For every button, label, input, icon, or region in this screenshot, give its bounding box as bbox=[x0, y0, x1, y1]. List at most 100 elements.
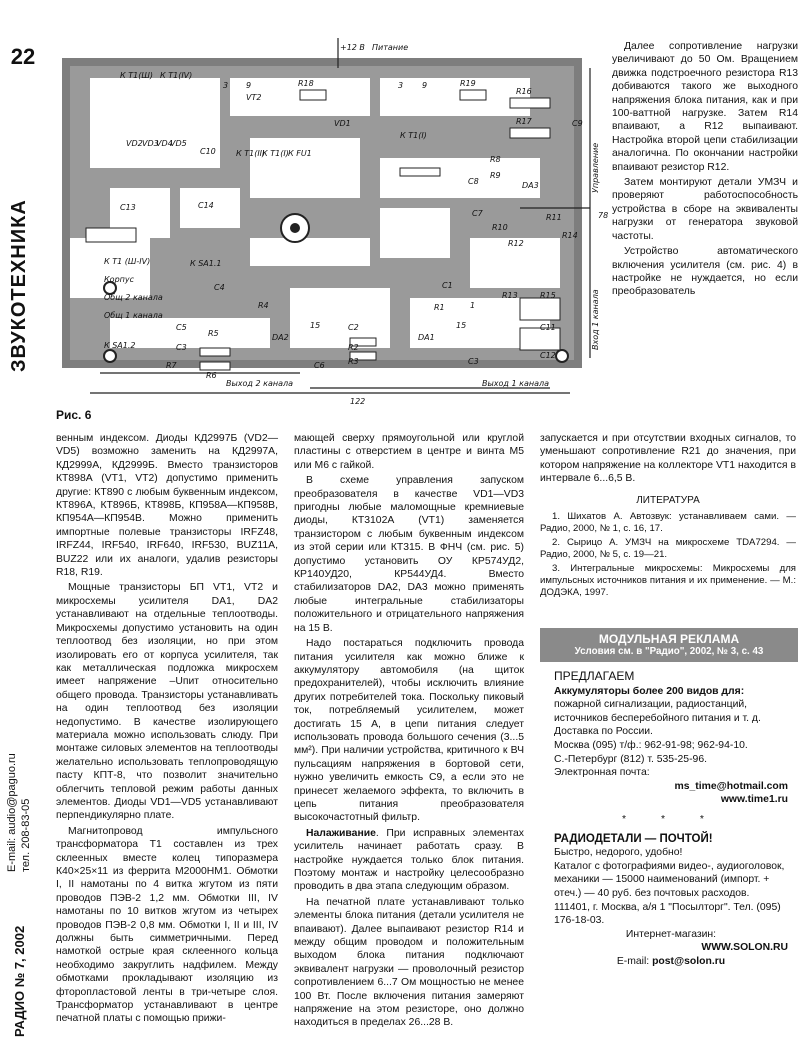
ad-offer: Аккумуляторы более 200 видов для: пожарн… bbox=[554, 685, 788, 726]
literature-item: 1. Шихатов А. Автозвук: устанавливаем са… bbox=[540, 511, 796, 535]
label-kt1-3: К Т1(Ш) bbox=[120, 71, 153, 80]
label-k-sa12: К SA1.2 bbox=[104, 341, 136, 350]
label-r16: R16 bbox=[516, 87, 532, 96]
label-r14: R14 bbox=[562, 231, 578, 240]
label-k-sa11: К SA1.1 bbox=[190, 259, 222, 268]
label-c8: C8 bbox=[468, 177, 479, 186]
label-vd4: VD4 bbox=[156, 139, 173, 148]
label-da2: DA2 bbox=[272, 333, 289, 342]
label-kt1-1v: К Т1(I) bbox=[262, 149, 289, 158]
sidebar-strip: ЗВУКОТЕХНИКА E-mail: audio@paguo.ru тел.… bbox=[2, 72, 44, 1040]
label-n3: 3 bbox=[223, 81, 228, 90]
contact-email: E-mail: audio@paguo.ru bbox=[6, 753, 18, 872]
ad-phone-spb: С.-Петербург (812) т. 535-25-96. bbox=[554, 753, 707, 765]
label-n9b: 9 bbox=[422, 81, 427, 90]
article-column-1: венным индексом. Диоды КД2997Б (VD2—VD5)… bbox=[56, 432, 278, 1028]
section-title: ЗВУКОТЕХНИКА bbox=[8, 199, 30, 372]
ad2-web-link[interactable]: WWW.SOLON.RU bbox=[701, 942, 788, 954]
label-plus12v: +12 В bbox=[340, 43, 365, 52]
ad-caption: ПРЕДЛАГАЕМ bbox=[554, 669, 635, 683]
label-dim78: 78 bbox=[598, 211, 608, 220]
paragraph: В схеме управления запуском преобразоват… bbox=[294, 475, 524, 634]
label-r8: R8 bbox=[490, 155, 501, 164]
label-kt1-1: К Т1(I) bbox=[400, 131, 427, 140]
ad-box: МОДУЛЬНАЯ РЕКЛАМА Условия см. в "Радио",… bbox=[540, 628, 798, 1038]
ad-body: ПРЕДЛАГАЕМ Аккумуляторы более 200 видов … bbox=[540, 662, 798, 968]
label-r15: R15 bbox=[540, 291, 556, 300]
label-k-gnd2: Общ 2 канала bbox=[104, 293, 163, 302]
label-r5: R5 bbox=[208, 329, 219, 338]
ad-phone-moscow: Москва (095) т/ф.: 962-91-98; 962-94-10. bbox=[554, 739, 748, 751]
ad2-title: РАДИОДЕТАЛИ — ПОЧТОЙ! bbox=[554, 832, 713, 845]
literature-item: 3. Интегральные микросхемы: Микросхемы д… bbox=[540, 563, 796, 599]
section-heading: Налаживание bbox=[306, 827, 376, 839]
label-c4: C4 bbox=[214, 283, 225, 292]
label-r2: R2 bbox=[348, 343, 359, 352]
label-r11: R11 bbox=[546, 213, 562, 222]
label-n1: 1 bbox=[470, 301, 475, 310]
literature-title: ЛИТЕРАТУРА bbox=[636, 494, 700, 506]
paragraph-text: При исправных элементах усилитель начина… bbox=[294, 827, 524, 893]
paragraph: мающей сверху прямоугольной или круглой … bbox=[294, 433, 524, 471]
label-r18: R18 bbox=[298, 79, 314, 88]
article-column-3: запускается и при отсутствии входных сиг… bbox=[540, 432, 796, 601]
label-c13: C13 bbox=[120, 203, 136, 212]
label-k-case: Корпус bbox=[104, 275, 135, 284]
label-vt2: VT2 bbox=[246, 93, 261, 102]
label-kt1-4: К Т1(IV) bbox=[160, 71, 192, 80]
label-dim122: 122 bbox=[350, 397, 365, 406]
ad-offer-text: пожарной сигнализации, радиостанций, ист… bbox=[554, 699, 761, 724]
paragraph: На печатной плате устанавливают только э… bbox=[294, 896, 524, 1029]
ad-email-link[interactable]: ms_time@hotmail.com bbox=[674, 780, 789, 792]
label-r19: R19 bbox=[460, 79, 476, 88]
label-r3: R3 bbox=[348, 357, 359, 366]
label-c3b: C3 bbox=[468, 357, 479, 366]
label-out2: Выход 2 канала bbox=[226, 379, 293, 388]
label-n15: 15 bbox=[310, 321, 320, 330]
label-c12: C12 bbox=[540, 351, 556, 360]
label-r4: R4 bbox=[258, 301, 269, 310]
label-kt1-2: К Т1(II) bbox=[236, 149, 265, 158]
label-r9: R9 bbox=[490, 171, 501, 180]
literature-item: 2. Сырицо А. УМЗЧ на микросхеме TDA7294.… bbox=[540, 537, 796, 561]
paragraph: Надо постараться подключить провода пита… bbox=[294, 638, 524, 824]
label-n9: 9 bbox=[246, 81, 251, 90]
right-column-top: Далее сопротивление нагрузки увеличивают… bbox=[612, 40, 798, 301]
label-c5: C5 bbox=[176, 323, 187, 332]
label-r17: R17 bbox=[516, 117, 533, 126]
label-r6: R6 bbox=[206, 371, 217, 380]
label-r7: R7 bbox=[166, 361, 178, 370]
ad-header: МОДУЛЬНАЯ РЕКЛАМА Условия см. в "Радио",… bbox=[540, 628, 798, 662]
label-c9: C9 bbox=[572, 119, 583, 128]
ad-offer-bold: Аккумуляторы более 200 видов для: bbox=[554, 685, 745, 697]
label-n3b: 3 bbox=[398, 81, 403, 90]
ad-separator: * * * bbox=[622, 813, 720, 825]
issue-label: РАДИО № 7, 2002 bbox=[12, 925, 27, 1037]
paragraph: Магнитопровод импульсного трансформатора… bbox=[56, 825, 278, 1025]
paragraph-adjust: Налаживание. При исправных элементах уси… bbox=[294, 827, 524, 893]
figure-caption: Рис. 6 bbox=[56, 408, 92, 422]
label-c10: C10 bbox=[200, 147, 216, 156]
literature-list: 1. Шихатов А. Автозвук: устанавливаем са… bbox=[540, 511, 796, 599]
ad2-line: Быстро, недорого, удобно! bbox=[554, 847, 683, 859]
label-r13: R13 bbox=[502, 291, 518, 300]
ad2-email-link[interactable]: post@solon.ru bbox=[652, 955, 726, 967]
label-c14: C14 bbox=[198, 201, 214, 210]
paragraph: Устройство автоматического включения уси… bbox=[612, 246, 798, 298]
label-r10: R10 bbox=[492, 223, 508, 232]
paragraph: Затем монтируют детали УМЗЧ и проверяют … bbox=[612, 177, 798, 242]
ad-web-link[interactable]: www.time1.ru bbox=[720, 794, 788, 806]
label-c2: C2 bbox=[348, 323, 359, 332]
ad2-line: Каталог с фотографиями видео-, аудиоголо… bbox=[554, 860, 785, 899]
label-vd2: VD2 bbox=[126, 139, 143, 148]
label-power: Питание bbox=[372, 43, 408, 52]
paragraph: Далее сопротивление нагрузки увеличивают… bbox=[612, 41, 798, 173]
paragraph: Мощные транзисторы БП VT1, VT2 и микросх… bbox=[56, 582, 278, 822]
label-n15b: 15 bbox=[456, 321, 466, 330]
label-c11: C11 bbox=[540, 323, 556, 332]
label-c7: C7 bbox=[472, 209, 484, 218]
paragraph: запускается и при отсутствии входных сиг… bbox=[540, 433, 796, 485]
label-r12: R12 bbox=[508, 239, 524, 248]
label-in1: Вход 1 канала bbox=[591, 289, 600, 350]
ad-delivery: Доставка по России. bbox=[554, 726, 653, 738]
